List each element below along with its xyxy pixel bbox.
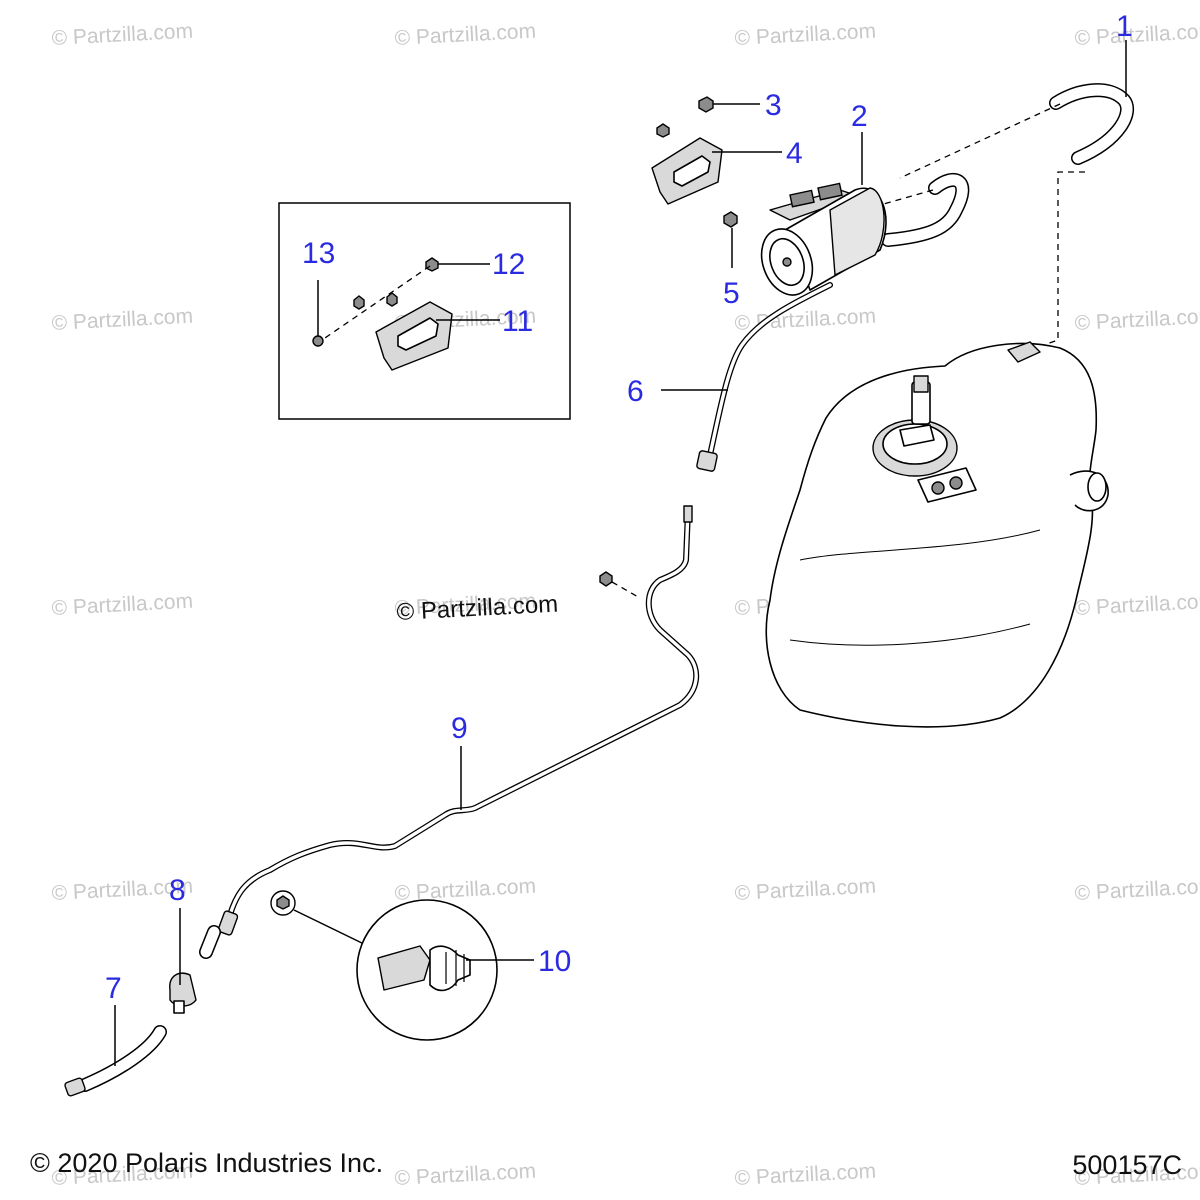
callout-6: 6: [627, 375, 644, 408]
watermark: © Partzilla.com: [1074, 20, 1200, 50]
part-5-bolt: [723, 211, 738, 268]
callout-7: 7: [105, 972, 122, 1005]
watermark: © Partzilla.com: [1074, 305, 1200, 335]
callout-12: 12: [492, 248, 525, 281]
callout-11: 11: [502, 305, 533, 338]
part-2-canister: [760, 132, 970, 296]
callout-1: 1: [1116, 10, 1133, 43]
callout-4: 4: [786, 137, 803, 170]
watermark: © Partzilla.com: [734, 875, 877, 905]
part-9-fuel-line: [217, 505, 700, 936]
watermark: © Partzilla.com: [394, 20, 537, 50]
part-3-screw: [698, 96, 760, 113]
callout-8: 8: [169, 874, 186, 907]
part-8-filter: [169, 908, 221, 1014]
detail-box: [278, 202, 571, 420]
watermark: © Partzilla.com: [394, 1160, 537, 1190]
callout-layer: 1 2 3 4 5 6 7 8 9 10 11 12 13: [105, 10, 1133, 1005]
watermark: © Partzilla.com: [51, 590, 194, 620]
callout-3: 3: [765, 89, 782, 122]
callout-2: 2: [851, 100, 868, 133]
watermark: © Partzilla.com: [734, 20, 877, 50]
part-7-hose: [64, 1005, 167, 1097]
watermark: © Partzilla.com: [1074, 590, 1200, 620]
watermark: © Partzilla.com: [51, 20, 194, 50]
watermark: © Partzilla.com: [734, 1160, 877, 1190]
callout-13: 13: [302, 237, 335, 270]
part-6-vent-line: [661, 282, 833, 472]
fuel-tank: [765, 341, 1109, 728]
part-10-clip: [270, 890, 534, 1041]
part-4-bracket: [651, 123, 782, 205]
callout-9: 9: [451, 712, 468, 745]
callout-10: 10: [538, 945, 571, 978]
watermark: © Partzilla.com: [51, 305, 194, 335]
diagram-code: 500157C: [1072, 1150, 1182, 1180]
callout-5: 5: [723, 277, 740, 310]
watermark: © Partzilla.com: [1074, 875, 1200, 905]
copyright-text: © 2020 Polaris Industries Inc.: [30, 1148, 384, 1178]
part-1-vent-hose: [899, 40, 1135, 351]
